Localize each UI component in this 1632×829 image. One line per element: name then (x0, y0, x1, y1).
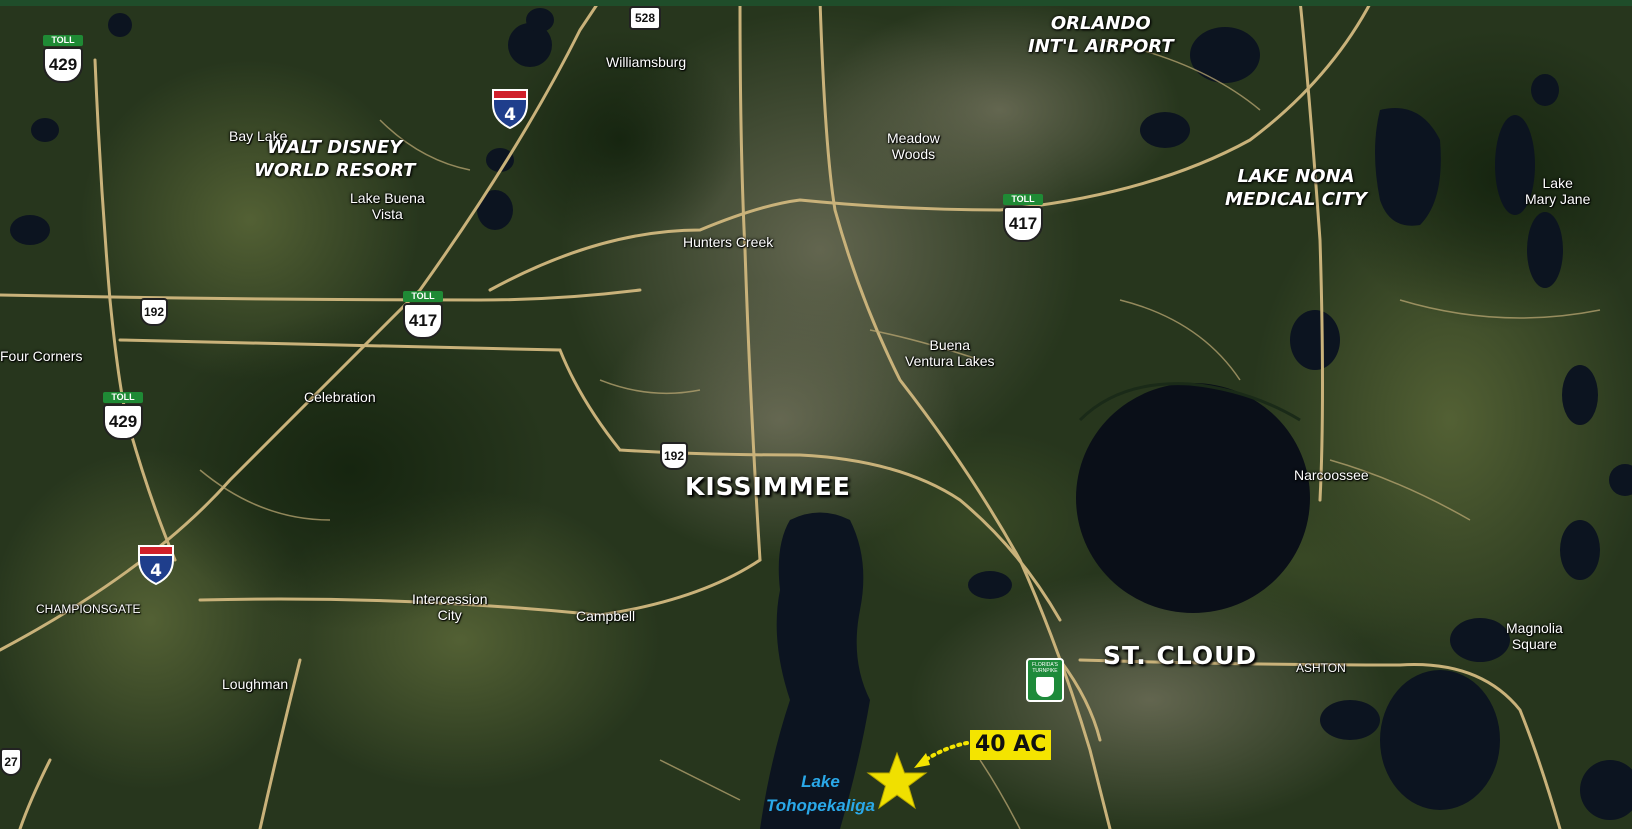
interstate-shield-icon: 4 (138, 545, 174, 586)
sr-429-toll-shield: TOLL 429 (43, 35, 83, 85)
subject-acreage-label: 40 AC (970, 730, 1052, 760)
feature-label-disney: WALT DISNEY WORLD RESORT (254, 137, 416, 181)
city-label-kissimmee: KISSIMMEE (685, 472, 851, 501)
route-number: 429 (103, 404, 143, 440)
place-label-williamsburg: Williamsburg (606, 54, 687, 70)
route-number: 429 (43, 47, 83, 83)
turnpike-sign-text: FLORIDA'S TURNPIKE (1032, 662, 1058, 674)
sr-417-toll-shield: TOLL 417 (1003, 194, 1043, 244)
florida-state-icon (1036, 677, 1054, 697)
place-label-celebration: Celebration (304, 389, 376, 405)
place-label-magnolia-square: Magnolia Square (1506, 620, 1563, 652)
route-number: 417 (403, 303, 443, 339)
toll-tag: TOLL (43, 35, 83, 46)
sr-528-shield: 528 (629, 6, 661, 30)
place-label-campbell: Campbell (576, 608, 636, 624)
place-label-meadow-woods: Meadow Woods (887, 130, 940, 162)
city-label-st-cloud: ST. CLOUD (1103, 641, 1258, 670)
route-number: 4 (150, 561, 162, 581)
toll-tag: TOLL (403, 291, 443, 302)
place-label-ashton: ASHTON (1296, 661, 1346, 675)
star-icon[interactable] (866, 751, 928, 813)
us-27-shield: 27 (0, 748, 22, 776)
sr-417-toll-shield: TOLL 417 (403, 291, 443, 341)
route-number: 417 (1003, 206, 1043, 242)
water-label-lake-tohopekaliga: Lake Tohopekaliga (766, 772, 875, 815)
florida-turnpike-sign: FLORIDA'S TURNPIKE (1026, 658, 1064, 702)
place-label-narcoossee: Narcoossee (1294, 467, 1369, 483)
i-4-shield: 4 (491, 88, 529, 130)
place-label-bay-lake: Bay Lake (229, 128, 288, 144)
route-number: 4 (504, 105, 516, 125)
place-label-intercession-city: Intercession City (412, 591, 488, 623)
feature-label-airport: ORLANDO INT'L AIRPORT (1028, 13, 1174, 57)
toll-tag: TOLL (103, 392, 143, 403)
place-label-hunters-creek: Hunters Creek (683, 234, 774, 250)
interstate-shield-icon: 4 (492, 89, 528, 130)
toll-tag: TOLL (1003, 194, 1043, 205)
place-label-lake-buena-vista: Lake Buena Vista (350, 190, 425, 222)
place-label-buena-ventura-lakes: Buena Ventura Lakes (905, 337, 995, 369)
feature-label-lake-nona: LAKE NONA MEDICAL CITY (1225, 166, 1367, 210)
place-label-championsgate: CHAMPIONSGATE (36, 602, 141, 616)
place-label-lake-mary-jane: Lake Mary Jane (1525, 175, 1591, 207)
i-4-shield: 4 (137, 544, 175, 586)
us-192-shield: 192 (140, 298, 168, 326)
sr-429-toll-shield: TOLL 429 (103, 392, 143, 442)
us-192-shield: 192 (660, 442, 688, 470)
place-label-four-corners: Four Corners (0, 348, 83, 364)
place-label-loughman: Loughman (222, 676, 289, 692)
header-bar (0, 0, 1632, 6)
